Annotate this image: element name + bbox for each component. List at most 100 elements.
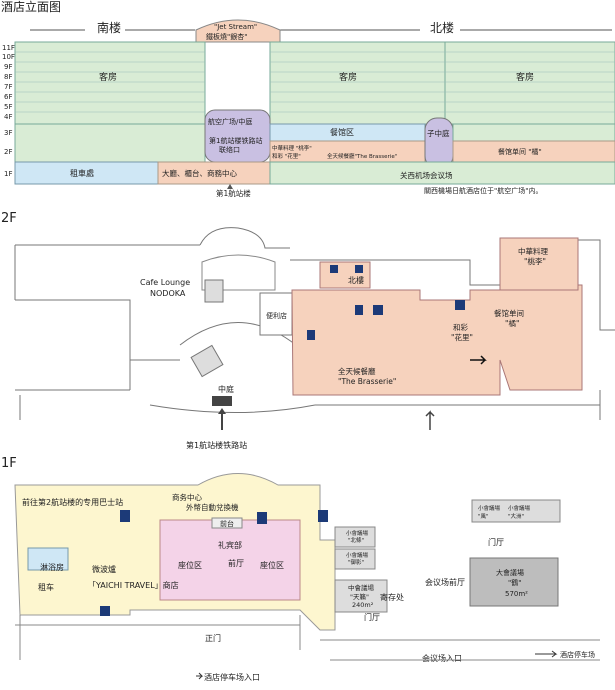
aviation-plaza-label: 航空广场/中庭: [208, 117, 252, 126]
guest-room-label-2: 客房: [339, 71, 357, 83]
rail-link-label: 第1航站楼铁路站: [209, 136, 262, 145]
bus-icon: [120, 510, 130, 522]
front-desk: [211, 517, 243, 529]
escalator-icon-2f: [307, 330, 315, 340]
terminal-arrow-icon: [227, 184, 233, 189]
stairs-icon: [355, 265, 363, 273]
entrance-hall-label: 门厅: [488, 537, 504, 547]
north-wing-label: 北楼: [430, 20, 454, 35]
hotel-parking-entrance-label: 酒店停车场入口: [204, 672, 260, 682]
south-label-bg: [85, 20, 125, 36]
conf-entrance-label: 会议场入口: [422, 653, 462, 663]
car-rental-1f-label: 租车: [38, 582, 54, 592]
terminal1-label: 第1航站楼: [216, 188, 251, 198]
guest-room-blocks: 客房 客房 客房: [14, 41, 615, 125]
large-hall-name: "鶴": [508, 578, 521, 587]
sub-atrium: [424, 117, 454, 169]
rooftop-restaurant: [195, 19, 281, 43]
seating-left-label: 座位区: [178, 560, 202, 570]
north-rooms-b: [444, 41, 615, 125]
elevator-icon: [330, 265, 338, 273]
seating-right-label: 座位区: [260, 560, 284, 570]
elevation-title: 酒店立面图: [1, 0, 61, 14]
floor-1f: 1F: [4, 170, 12, 178]
lobby-hall: [159, 519, 301, 601]
atrium-2f-label: 中庭: [218, 384, 234, 394]
chinese-label-2: "桃李": [524, 256, 546, 266]
lobby-label: 大廳、櫃台、商務中心: [162, 168, 237, 178]
guest-room-label-1: 客房: [99, 71, 117, 83]
mid-hall-size: 240m²: [352, 601, 374, 609]
small-hall-3-name: "風": [478, 513, 489, 520]
north-label-bg: [420, 20, 460, 36]
floor-11f: 11F: [2, 44, 15, 52]
brasserie-label-2: "The Brasserie": [338, 377, 396, 386]
small-hall-1-name: "北條": [348, 536, 364, 544]
small-halls-east: [471, 499, 561, 523]
chinese-restaurant: [499, 237, 579, 291]
private-label-1: 餐馆单间: [494, 308, 524, 318]
small-hall-4-label: 小會議場: [508, 504, 531, 512]
private-label-2: "橘": [505, 318, 519, 328]
japanese-label-2: "花里": [451, 332, 473, 342]
large-hall-label: 大會議場: [496, 568, 524, 577]
car-rental-label: 租車處: [70, 168, 94, 178]
accessible-icon-2f: [373, 305, 383, 315]
floor-6f: 6F: [4, 93, 12, 101]
rooftop-label-2: 鐵板燒"銀杏": [206, 32, 247, 41]
drive-outline: [15, 615, 600, 661]
cafe-lounge: Cafe Lounge NODOKA: [140, 278, 190, 298]
conference-label: 关西机场会议场: [400, 170, 453, 180]
floor2-label: 2F: [1, 211, 17, 226]
microwave-label: 微波爐: [92, 564, 116, 574]
restaurant-line-a: 中華料理 "桃李": [272, 144, 312, 152]
small-hall-3-label: 小會議場: [478, 504, 501, 512]
escalator-icon-1f: [100, 606, 110, 616]
chinese-label-1: 中華料理: [518, 246, 548, 256]
rail-link-label-2: 联络口: [219, 145, 240, 154]
restaurant-area-2f: [291, 284, 583, 396]
parking-entrance-arrow-icon: [196, 672, 204, 680]
floor-9f: 9F: [4, 63, 12, 71]
restaurant-line-b: 和彩 "花里": [272, 152, 301, 160]
convenience-store: [259, 292, 293, 336]
private-room-label: 餐馆单间 "橘": [498, 147, 542, 156]
shop-label: 「YAICHI TRAVEL」商店: [88, 580, 179, 590]
bus-stop-label: 前往第2航站楼的专用巴士站: [22, 497, 123, 507]
mid-hall: [334, 579, 388, 613]
elevation-note: 關西機場日航酒店位于"航空广场"内。: [424, 186, 542, 195]
restroom-icon-2f-b: [455, 300, 465, 310]
floor-3f: 3F: [4, 129, 12, 137]
floor1-label: 1F: [1, 456, 17, 471]
south-wing-label: 南楼: [97, 20, 121, 35]
sub-atrium-label: 子中庭: [427, 128, 450, 138]
floor-8f: 8F: [4, 73, 12, 81]
conference-lobby-label: 会议场前厅: [425, 577, 465, 587]
brasserie-label-1: 全天候餐廳: [338, 366, 376, 376]
rail-arrow-icon: [218, 408, 226, 414]
front-desk-label: 前台: [220, 519, 234, 528]
convenience-label: 便利店: [266, 311, 287, 320]
shower-room: [27, 547, 69, 571]
mid-hall-label: 中會議場: [348, 583, 375, 592]
hotel-parking-lot-label: 酒店停车场: [560, 650, 595, 659]
conference-block: [269, 161, 615, 185]
cloakroom-label: 寄存处: [380, 592, 404, 602]
guest-room-label-3: 客房: [516, 71, 534, 83]
small-hall-1-label: 小會議場: [346, 529, 369, 537]
floor-labels: 11F 10F 9F 8F 7F 6F 5F 4F 3F 2F 1F: [2, 44, 15, 178]
north-wing-2f-label: 北樓: [348, 275, 364, 285]
floor-7f: 7F: [4, 83, 12, 91]
restaurant-line-c: 全天候餐廳"The Brasserie": [327, 152, 397, 160]
south-lower: [14, 123, 206, 163]
small-hall-4-name: "大洲": [508, 512, 524, 520]
concierge-label: 礼宾部: [218, 540, 242, 550]
rail-station-label: 第1航站楼铁路站: [186, 440, 247, 450]
elevator-icon-1f: [318, 510, 328, 522]
large-hall: [469, 557, 559, 607]
north-rooms-a: [269, 41, 446, 125]
cafe-label-1: Cafe Lounge: [140, 278, 190, 287]
restroom-icon-2f: [355, 305, 363, 315]
